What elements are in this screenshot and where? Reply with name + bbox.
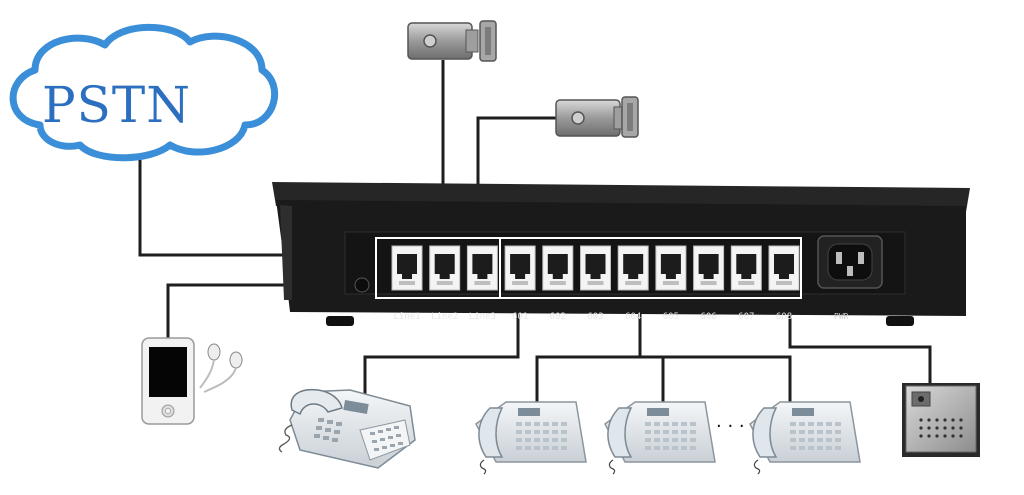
mp3-player-icon xyxy=(141,337,195,425)
rj11-port xyxy=(429,245,461,291)
earphones-icon xyxy=(199,343,243,393)
rj11-ports xyxy=(391,245,800,291)
rj11-port xyxy=(391,245,423,291)
desk-phone-icon xyxy=(604,401,716,475)
port-label: 604 xyxy=(625,312,641,322)
port-label: Line3 xyxy=(469,312,496,322)
port-label: Line2 xyxy=(431,312,458,322)
desk-phone-icon xyxy=(749,401,861,475)
port-label: 607 xyxy=(738,312,754,322)
door-lock-icon xyxy=(407,20,497,62)
power-label: PWR xyxy=(834,312,849,321)
port-labels: Line1 Line2 Line3 601 602 603 604 605 606 607 608 xyxy=(393,312,792,322)
pstn-cloud: PSTN xyxy=(9,23,279,162)
rj11-port xyxy=(730,245,762,291)
door-lock-icon xyxy=(555,96,639,138)
port-label: 608 xyxy=(776,312,792,322)
rj11-port xyxy=(768,245,800,291)
port-label: 605 xyxy=(663,312,679,322)
port-label: 606 xyxy=(700,312,716,322)
pstn-label: PSTN xyxy=(42,76,191,134)
audio-jack xyxy=(354,277,370,293)
power-socket xyxy=(817,235,883,289)
port-label: 602 xyxy=(550,312,566,322)
rj11-port xyxy=(655,245,687,291)
desk-phone-icon xyxy=(278,388,416,469)
door-intercom-icon xyxy=(902,383,980,457)
rj11-port xyxy=(617,245,649,291)
rj11-port xyxy=(693,245,725,291)
ellipsis: · · · xyxy=(716,416,745,437)
rj11-port xyxy=(542,245,574,291)
port-label: 601 xyxy=(512,312,528,322)
rj11-port xyxy=(504,245,536,291)
desk-phone-icon xyxy=(475,401,587,475)
port-label: Line1 xyxy=(393,312,420,322)
rj11-port xyxy=(466,245,498,291)
port-label: 603 xyxy=(587,312,603,322)
rj11-port xyxy=(580,245,611,291)
